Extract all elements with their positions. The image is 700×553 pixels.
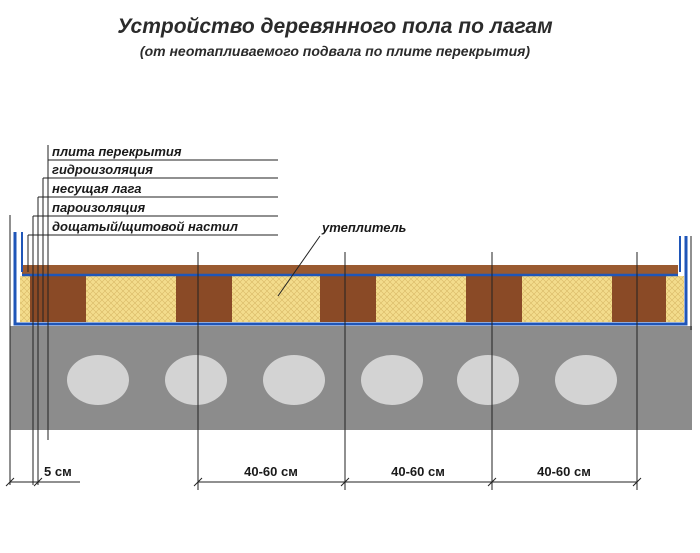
label-joist: несущая лага: [52, 181, 142, 196]
diagram-subtitle: (от неотапливаемого подвала по плите пер…: [140, 43, 531, 59]
label-slab: плита перекрытия: [52, 144, 182, 159]
joist: [466, 276, 522, 322]
joist: [612, 276, 666, 322]
slab-hole: [263, 355, 325, 405]
label-insulation: утеплитель: [321, 220, 406, 235]
slab-hole: [457, 355, 519, 405]
floor-boards: [22, 265, 678, 274]
slab-hole: [165, 355, 227, 405]
joist: [30, 276, 86, 322]
dimension-spacing-1: 40-60 см: [244, 464, 298, 479]
label-boards: дощатый/щитовой настил: [52, 219, 238, 234]
label-leaders: [27, 145, 321, 485]
slab-hole: [67, 355, 129, 405]
slab-hole: [555, 355, 617, 405]
dimension-spacing-2: 40-60 см: [391, 464, 445, 479]
dimension-gap: 5 см: [44, 464, 72, 479]
waterproofing-membrane: [13, 232, 688, 326]
label-vapor-barrier: пароизоляция: [52, 200, 145, 215]
joist: [320, 276, 376, 322]
label-waterproofing: гидроизоляция: [52, 162, 153, 177]
slab-hole: [361, 355, 423, 405]
dimension-lines: [5, 252, 642, 490]
joist: [176, 276, 232, 322]
dimension-spacing-3: 40-60 см: [537, 464, 591, 479]
diagram-title: Устройство деревянного пола по лагам: [117, 15, 553, 38]
joists: [30, 276, 666, 322]
slab-holes: [67, 355, 617, 405]
